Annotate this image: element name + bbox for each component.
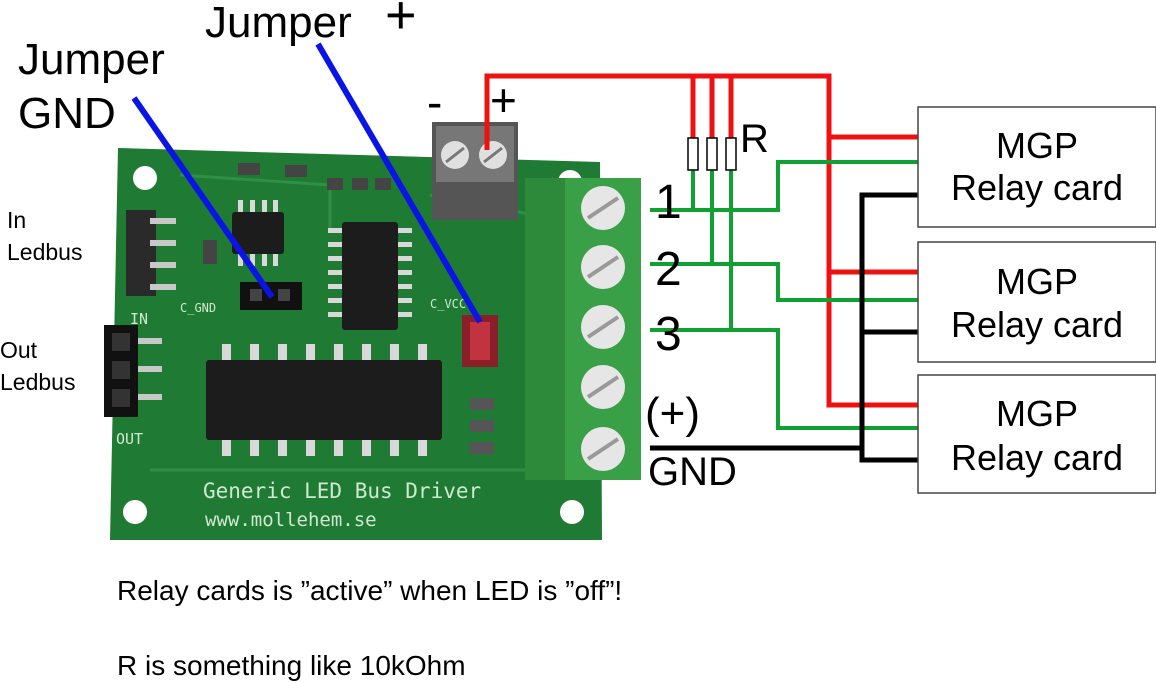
resistor-label: R xyxy=(740,117,769,161)
terminal-3-label: 3 xyxy=(655,308,682,361)
large-ic-pins xyxy=(222,344,427,456)
smd-part xyxy=(285,165,307,177)
middle-ic-pins xyxy=(328,228,412,317)
pullup-resistors xyxy=(687,137,737,171)
silk-url: www.mollehem.se xyxy=(205,509,377,531)
ground-wires xyxy=(650,192,918,463)
resistor xyxy=(725,137,737,171)
terminal-plus-label: (+) xyxy=(645,389,700,438)
note-resistor-value: R is something like 10kOhm xyxy=(117,650,466,681)
jumper-plus-sign: + xyxy=(385,0,417,45)
pointer-jumper-gnd xyxy=(131,96,275,299)
pointer-lines xyxy=(131,42,483,324)
jumper-plus-label: Jumper xyxy=(205,0,352,47)
note-active-low: Relay cards is ”active” when LED is ”off… xyxy=(117,575,622,606)
positive-wire-main xyxy=(484,73,918,408)
power-terminal-block xyxy=(432,122,518,220)
middle-ic xyxy=(342,222,398,330)
signal-wires xyxy=(650,160,918,430)
out-ledbus-label-line1: Out xyxy=(0,337,38,363)
resistor xyxy=(687,137,699,171)
smd-part xyxy=(327,178,343,190)
silk-title: Generic LED Bus Driver xyxy=(203,479,481,503)
small-ic xyxy=(232,212,284,254)
out-ledbus-label-line2: Ledbus xyxy=(0,369,75,395)
terminal-1-label: 1 xyxy=(655,176,682,229)
relay-card-3: MGP Relay card xyxy=(917,374,1156,494)
signal-wire-3 xyxy=(650,328,918,430)
vcc-jumper xyxy=(462,315,498,367)
terminal-2-label: 2 xyxy=(655,243,682,296)
resistor xyxy=(706,137,718,171)
relay-card-subtitle: Relay card xyxy=(951,304,1123,345)
output-terminal-block xyxy=(525,178,641,480)
silk-in: IN xyxy=(130,310,148,328)
relay-card-title: MGP xyxy=(996,393,1078,434)
small-ic-pins xyxy=(238,200,278,266)
mount-hole xyxy=(560,500,584,524)
led-bus-driver-board: Generic LED Bus Driver www.mollehem.se I… xyxy=(104,122,641,540)
relay-card-subtitle: Relay card xyxy=(951,437,1123,478)
smd-part xyxy=(470,442,494,454)
silk-out: OUT xyxy=(116,430,143,448)
relay-card-2: MGP Relay card xyxy=(917,241,1156,363)
in-ledbus-label-line1: In xyxy=(7,207,26,233)
smd-part xyxy=(470,420,494,432)
jumper-gnd-label-line1: Jumper xyxy=(18,35,165,84)
mount-hole xyxy=(123,500,147,524)
relay-card-1: MGP Relay card xyxy=(917,106,1156,228)
terminal-gnd-label: GND xyxy=(648,450,737,494)
pointer-jumper-plus xyxy=(315,42,483,324)
jumper-gnd-label-line2: GND xyxy=(18,89,116,138)
silk-cvcc: C_VCC xyxy=(430,297,466,311)
ground-wire-main xyxy=(650,192,918,451)
smd-part xyxy=(352,178,368,190)
signal-wire-2 xyxy=(650,262,918,302)
relay-card-title: MGP xyxy=(996,125,1078,166)
silk-cgnd: C_GND xyxy=(180,301,216,315)
positive-wires xyxy=(484,73,918,408)
mount-hole xyxy=(133,166,157,190)
smd-part xyxy=(238,163,260,175)
smd-part xyxy=(375,178,391,190)
relay-card-subtitle: Relay card xyxy=(951,167,1123,208)
power-minus-label: - xyxy=(427,76,442,128)
out-ledbus-header xyxy=(104,325,162,417)
large-ic xyxy=(206,360,442,440)
power-plus-label: + xyxy=(490,74,517,126)
smd-part xyxy=(203,240,217,264)
in-ledbus-header xyxy=(126,210,176,296)
relay-card-title: MGP xyxy=(996,261,1078,302)
in-ledbus-label-line2: Ledbus xyxy=(7,239,82,265)
smd-part xyxy=(470,398,494,410)
ground-wire-card3 xyxy=(859,448,918,463)
